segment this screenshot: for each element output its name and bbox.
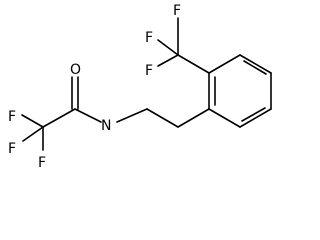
ring-bond-6 <box>208 108 241 128</box>
bond-c-f-left <box>157 39 179 56</box>
atom-label-o: O <box>70 62 81 78</box>
bond-c-f-lower <box>157 54 179 67</box>
atom-label-f-4: F <box>173 3 181 19</box>
bond-c-f-lower-left <box>22 126 44 142</box>
bond-lines <box>21 17 272 151</box>
ring-bond-5 <box>239 108 272 128</box>
atom-label-f-5: F <box>145 30 153 46</box>
chemical-structure: F F F O N F F F <box>8 3 272 171</box>
atom-label-n: N <box>101 118 111 134</box>
bond-ch2-ring <box>177 108 210 128</box>
atom-label-f-6: F <box>145 63 153 79</box>
ring-double-inner-2 <box>243 60 267 75</box>
bond-cf3-carbonyl <box>42 108 76 128</box>
atom-label-f-1: F <box>8 109 16 125</box>
bond-carbonyl-n <box>74 108 102 123</box>
atom-label-f-2: F <box>8 141 16 157</box>
atom-labels: F F F O N F F F <box>8 3 181 171</box>
bond-c-f-upper-left <box>21 114 44 128</box>
bond-ring-cf3 <box>177 54 210 74</box>
bond-n-ch2 <box>116 108 148 123</box>
ring-bond-2 <box>208 54 241 74</box>
ring-bond-3 <box>239 54 272 74</box>
atom-label-f-3: F <box>38 155 46 171</box>
bond-ch2-ch2 <box>146 108 179 128</box>
ring-double-inner-3 <box>241 107 266 122</box>
